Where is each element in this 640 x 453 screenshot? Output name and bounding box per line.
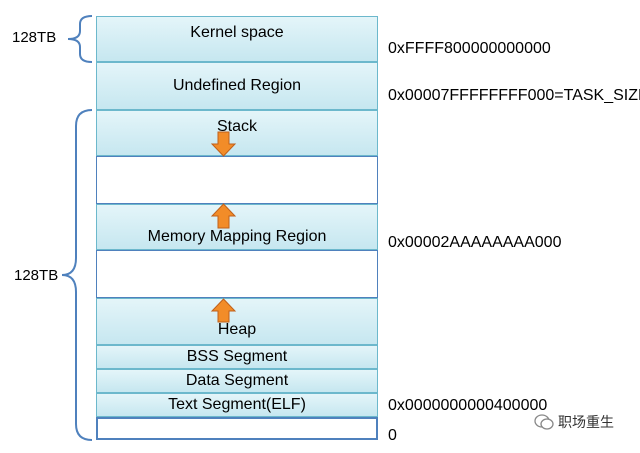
data-label: Data Segment xyxy=(185,372,289,389)
wechat-icon xyxy=(534,414,554,430)
heap-label: Heap xyxy=(217,321,257,338)
mmap-base-address: 0x00002AAAAAAAA000 xyxy=(388,234,562,251)
stack-label: Stack xyxy=(216,118,257,135)
memory-mapping-segment: Memory Mapping Region xyxy=(96,204,378,250)
user-size-label: 128TB xyxy=(14,267,59,284)
task-size-address: 0x00007FFFFFFFF000=TASK_SIZE xyxy=(388,87,640,104)
text-start-address: 0x0000000000400000 xyxy=(388,397,548,414)
text-label: Text Segment(ELF) xyxy=(168,396,306,413)
undefined-region-label: Undefined Region xyxy=(172,77,302,94)
free-gap-upper xyxy=(96,156,378,204)
watermark: 职场重生 xyxy=(534,412,614,432)
user-size-brace xyxy=(61,109,93,441)
kernel-start-address: 0xFFFF800000000000 xyxy=(388,40,551,57)
heap-segment: Heap xyxy=(96,298,378,345)
null-region-segment xyxy=(96,417,378,440)
zero-address: 0 xyxy=(388,427,397,444)
kernel-space-segment: Kernel space xyxy=(96,16,378,62)
memory-mapping-label: Memory Mapping Region xyxy=(147,228,327,245)
kernel-size-label: 128TB xyxy=(12,29,57,46)
bss-segment: BSS Segment xyxy=(96,345,378,369)
bss-label: BSS Segment xyxy=(186,348,288,365)
text-segment: Text Segment(ELF) xyxy=(96,393,378,417)
arrow-down-icon xyxy=(210,131,237,157)
kernel-space-label: Kernel space xyxy=(190,24,284,41)
watermark-text: 职场重生 xyxy=(558,414,614,430)
undefined-region-segment: Undefined Region xyxy=(96,62,378,110)
arrow-up-icon xyxy=(210,203,237,229)
free-gap-lower xyxy=(96,250,378,298)
data-segment: Data Segment xyxy=(96,369,378,393)
stack-segment: Stack xyxy=(96,110,378,156)
arrow-up-icon xyxy=(210,298,237,323)
kernel-size-brace xyxy=(67,15,93,63)
